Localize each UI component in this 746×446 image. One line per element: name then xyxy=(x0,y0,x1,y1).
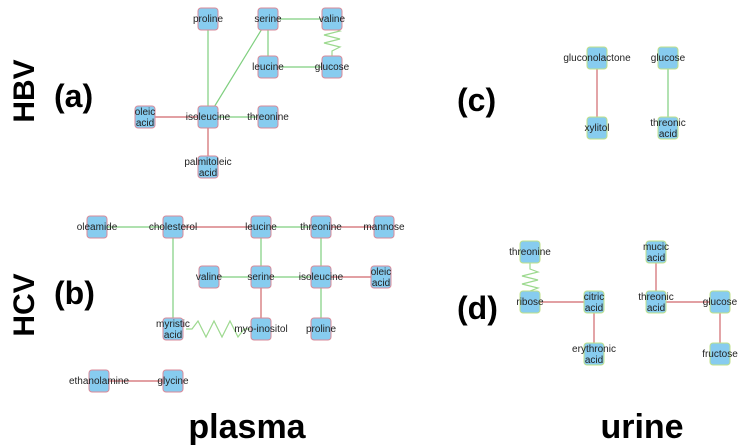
node-label: glucose xyxy=(315,62,350,73)
node-label: cholesterol xyxy=(149,222,197,233)
node-label: leucine xyxy=(252,62,284,73)
node-label: valine xyxy=(319,14,346,25)
node-label: ribose xyxy=(516,297,544,308)
node-a-proline[interactable]: proline xyxy=(193,7,223,31)
node-a-valine[interactable]: valine xyxy=(319,7,346,31)
node-label: mannose xyxy=(363,222,405,233)
node-b-ethanolamine[interactable]: ethanolamine xyxy=(69,369,129,393)
node-label: glucose xyxy=(703,297,738,308)
column-label-plasma: plasma xyxy=(188,408,306,446)
node-c-glucose[interactable]: glucose xyxy=(651,46,686,70)
node-label: isoleucine xyxy=(299,272,344,283)
node-b-valine[interactable]: valine xyxy=(196,265,223,289)
node-b-oleamide[interactable]: oleamide xyxy=(77,215,118,239)
node-b-mannose[interactable]: mannose xyxy=(363,215,405,239)
nodes: proline serine valine leucine glucose ol… xyxy=(69,7,738,393)
node-label: proline xyxy=(193,14,223,25)
node-a-threonine[interactable]: threonine xyxy=(247,105,289,129)
node-b-threonine[interactable]: threonine xyxy=(300,215,342,239)
node-label: threonine xyxy=(300,222,342,233)
node-label: threonine xyxy=(247,112,289,123)
figure-labels: HBV HCV (a) (b) (c) (d) plasma urine xyxy=(8,59,684,446)
node-label: myo-inositol xyxy=(234,324,287,335)
row-label-hcv: HCV xyxy=(8,273,41,336)
node-d-fructose[interactable]: fructose xyxy=(702,342,738,366)
node-b-isoleucine[interactable]: isoleucine xyxy=(299,265,344,289)
node-label: serine xyxy=(247,272,275,283)
row-label-hbv: HBV xyxy=(8,59,41,122)
node-label: glucose xyxy=(651,53,686,64)
column-label-urine: urine xyxy=(600,408,683,446)
node-label: oleamide xyxy=(77,222,118,233)
node-b-serine[interactable]: serine xyxy=(247,265,275,289)
node-label: proline xyxy=(306,324,336,335)
edge-a-serine-isoleucine xyxy=(207,18,269,118)
node-label: xylitol xyxy=(584,123,609,134)
node-b-cholesterol[interactable]: cholesterol xyxy=(149,215,197,239)
node-label: threonine xyxy=(509,247,551,258)
node-label: glycine xyxy=(157,376,189,387)
node-a-glucose[interactable]: glucose xyxy=(315,55,350,79)
node-label: leucine xyxy=(245,222,277,233)
edges xyxy=(97,18,721,382)
node-label: ethanolamine xyxy=(69,376,129,387)
node-b-leucine[interactable]: leucine xyxy=(245,215,277,239)
node-c-xylitol[interactable]: xylitol xyxy=(584,116,610,140)
node-c-gluconolactone[interactable]: gluconolactone xyxy=(563,46,631,70)
panel-label-b: (b) xyxy=(54,275,95,311)
edge-b-myristic-myo xyxy=(186,319,250,339)
node-label: isoleucine xyxy=(186,112,231,123)
node-d-threonine[interactable]: threonine xyxy=(509,240,551,264)
node-a-isoleucine[interactable]: isoleucine xyxy=(186,105,231,129)
node-label: serine xyxy=(254,14,282,25)
panel-label-a: (a) xyxy=(54,78,93,114)
node-d-glucose[interactable]: glucose xyxy=(703,290,738,314)
node-b-glycine[interactable]: glycine xyxy=(157,369,189,393)
node-a-leucine[interactable]: leucine xyxy=(252,55,284,79)
edge-d-threonine-ribose xyxy=(521,263,541,302)
node-b-proline[interactable]: proline xyxy=(306,317,336,341)
node-label: fructose xyxy=(702,349,738,360)
node-label: valine xyxy=(196,272,223,283)
node-a-serine[interactable]: serine xyxy=(254,7,282,31)
node-label: gluconolactone xyxy=(563,53,631,64)
panel-label-c: (c) xyxy=(457,82,496,118)
panel-label-d: (d) xyxy=(457,290,498,326)
node-b-myo-inositol[interactable]: myo-inositol xyxy=(234,317,288,341)
node-d-ribose[interactable]: ribose xyxy=(516,290,544,314)
